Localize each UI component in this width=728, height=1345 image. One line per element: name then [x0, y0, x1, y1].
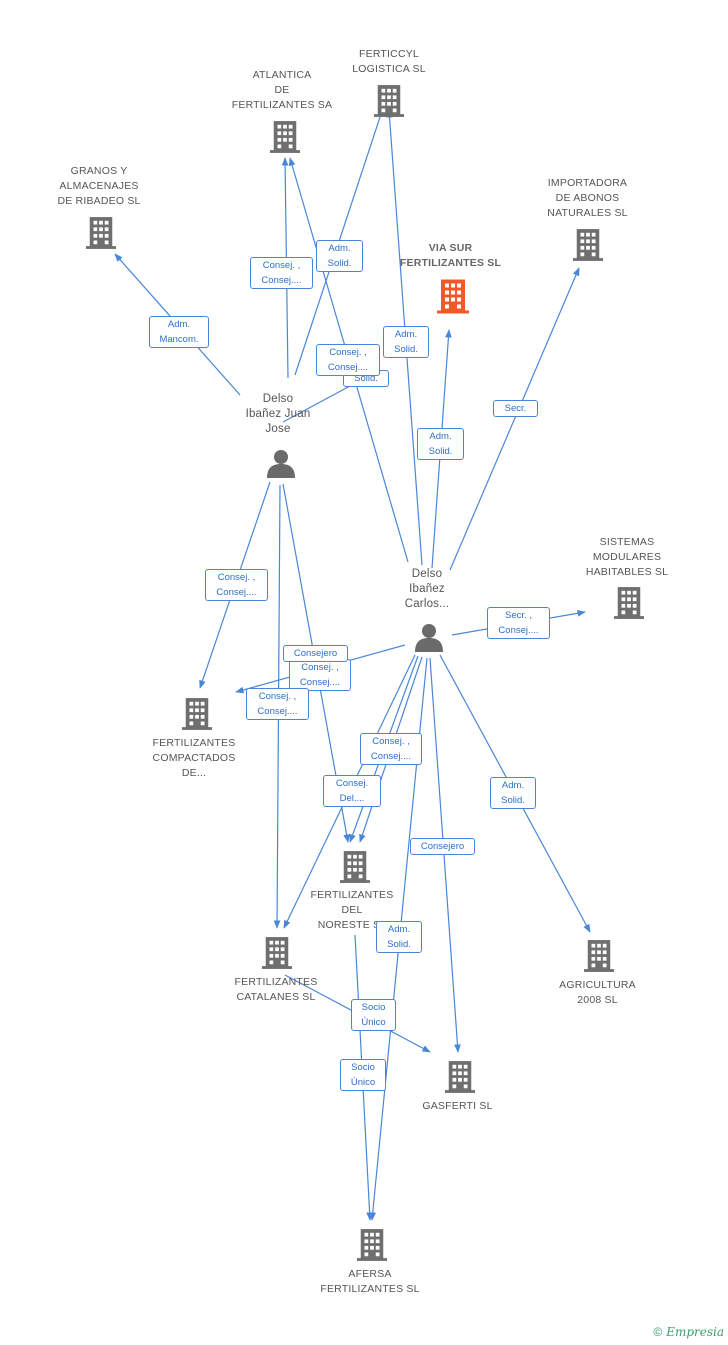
brand-name: Empresia [666, 1325, 724, 1339]
relation-label[interactable]: Adm. Solid. [490, 777, 536, 809]
relation-label[interactable]: Consejero [410, 838, 475, 855]
carlos-label[interactable]: Delso Ibañez Carlos... [404, 568, 450, 610]
relation-label[interactable]: Socio Único [340, 1059, 386, 1091]
importadora-building-icon[interactable] [573, 229, 603, 261]
relation-label[interactable]: Secr. , Consej.... [487, 607, 550, 639]
afersa-building-icon[interactable] [357, 1229, 387, 1261]
copyright-icon: © [653, 1325, 663, 1339]
catalanes-building-icon[interactable] [262, 937, 292, 969]
juanjose-person-icon[interactable] [267, 450, 295, 478]
relation-label[interactable]: Socio Único [351, 999, 396, 1031]
relation-label[interactable]: Consej. , Consej.... [360, 733, 422, 765]
viasur-label[interactable]: VIA SUR FERTILIZANTES SL [399, 242, 502, 269]
sistemas-building-icon[interactable] [614, 587, 644, 619]
relation-label[interactable]: Consej. Del.... [323, 775, 381, 807]
atlantica-building-icon[interactable] [270, 121, 300, 153]
relation-label[interactable]: Adm. Solid. [316, 240, 363, 272]
granos-building-icon[interactable] [86, 217, 116, 249]
relation-label[interactable]: Consejero [283, 645, 348, 662]
agricultura-building-icon[interactable] [584, 940, 614, 972]
afersa-label[interactable]: AFERSA FERTILIZANTES SL [320, 1268, 420, 1295]
relation-label[interactable]: Consej. , Consej.... [250, 257, 313, 289]
agricultura-label[interactable]: AGRICULTURA 2008 SL [559, 979, 636, 1006]
relation-label[interactable]: Consej. , Consej.... [205, 569, 268, 601]
importadora-label[interactable]: IMPORTADORA DE ABONOS NATURALES SL [547, 177, 628, 219]
gasferti-label[interactable]: GASFERTI SL [422, 1100, 493, 1112]
ferticcyl-label[interactable]: FERTICCYL LOGISTICA SL [352, 48, 426, 75]
compactados-building-icon[interactable] [182, 698, 212, 730]
relation-label[interactable]: Consej. , Consej.... [246, 688, 309, 720]
ferticcyl-building-icon[interactable] [374, 85, 404, 117]
relation-label[interactable]: Adm. Solid. [383, 326, 429, 358]
relationship-edges [114, 107, 591, 1221]
gasferti-building-icon[interactable] [445, 1061, 475, 1093]
juanjose-label[interactable]: Delso Ibañez Juan Jose [245, 393, 311, 435]
relation-label[interactable]: Adm. Solid. [376, 921, 422, 953]
relation-label[interactable]: Consej. , Consej.... [316, 344, 380, 376]
relation-label[interactable]: Consej. , Consej.... [289, 659, 351, 691]
noreste-building-icon[interactable] [340, 851, 370, 883]
carlos-person-icon[interactable] [415, 624, 443, 652]
viasur-building-icon[interactable] [437, 279, 469, 314]
relation-label[interactable]: Adm. Solid. [417, 428, 464, 460]
catalanes-label[interactable]: FERTILIZANTES CATALANES SL [234, 976, 318, 1003]
relation-label[interactable]: Secr. [493, 400, 538, 417]
relation-label[interactable]: Adm. Mancom. [149, 316, 209, 348]
atlantica-label[interactable]: ATLANTICA DE FERTILIZANTES SA [231, 69, 333, 111]
compactados-label[interactable]: FERTILIZANTES COMPACTADOS DE... [152, 737, 236, 779]
brand-logo: ©Empresia [653, 1325, 724, 1339]
granos-label[interactable]: GRANOS Y ALMACENAJES DE RIBADEO SL [57, 165, 141, 207]
sistemas-label[interactable]: SISTEMAS MODULARES HABITABLES SL [585, 536, 669, 578]
